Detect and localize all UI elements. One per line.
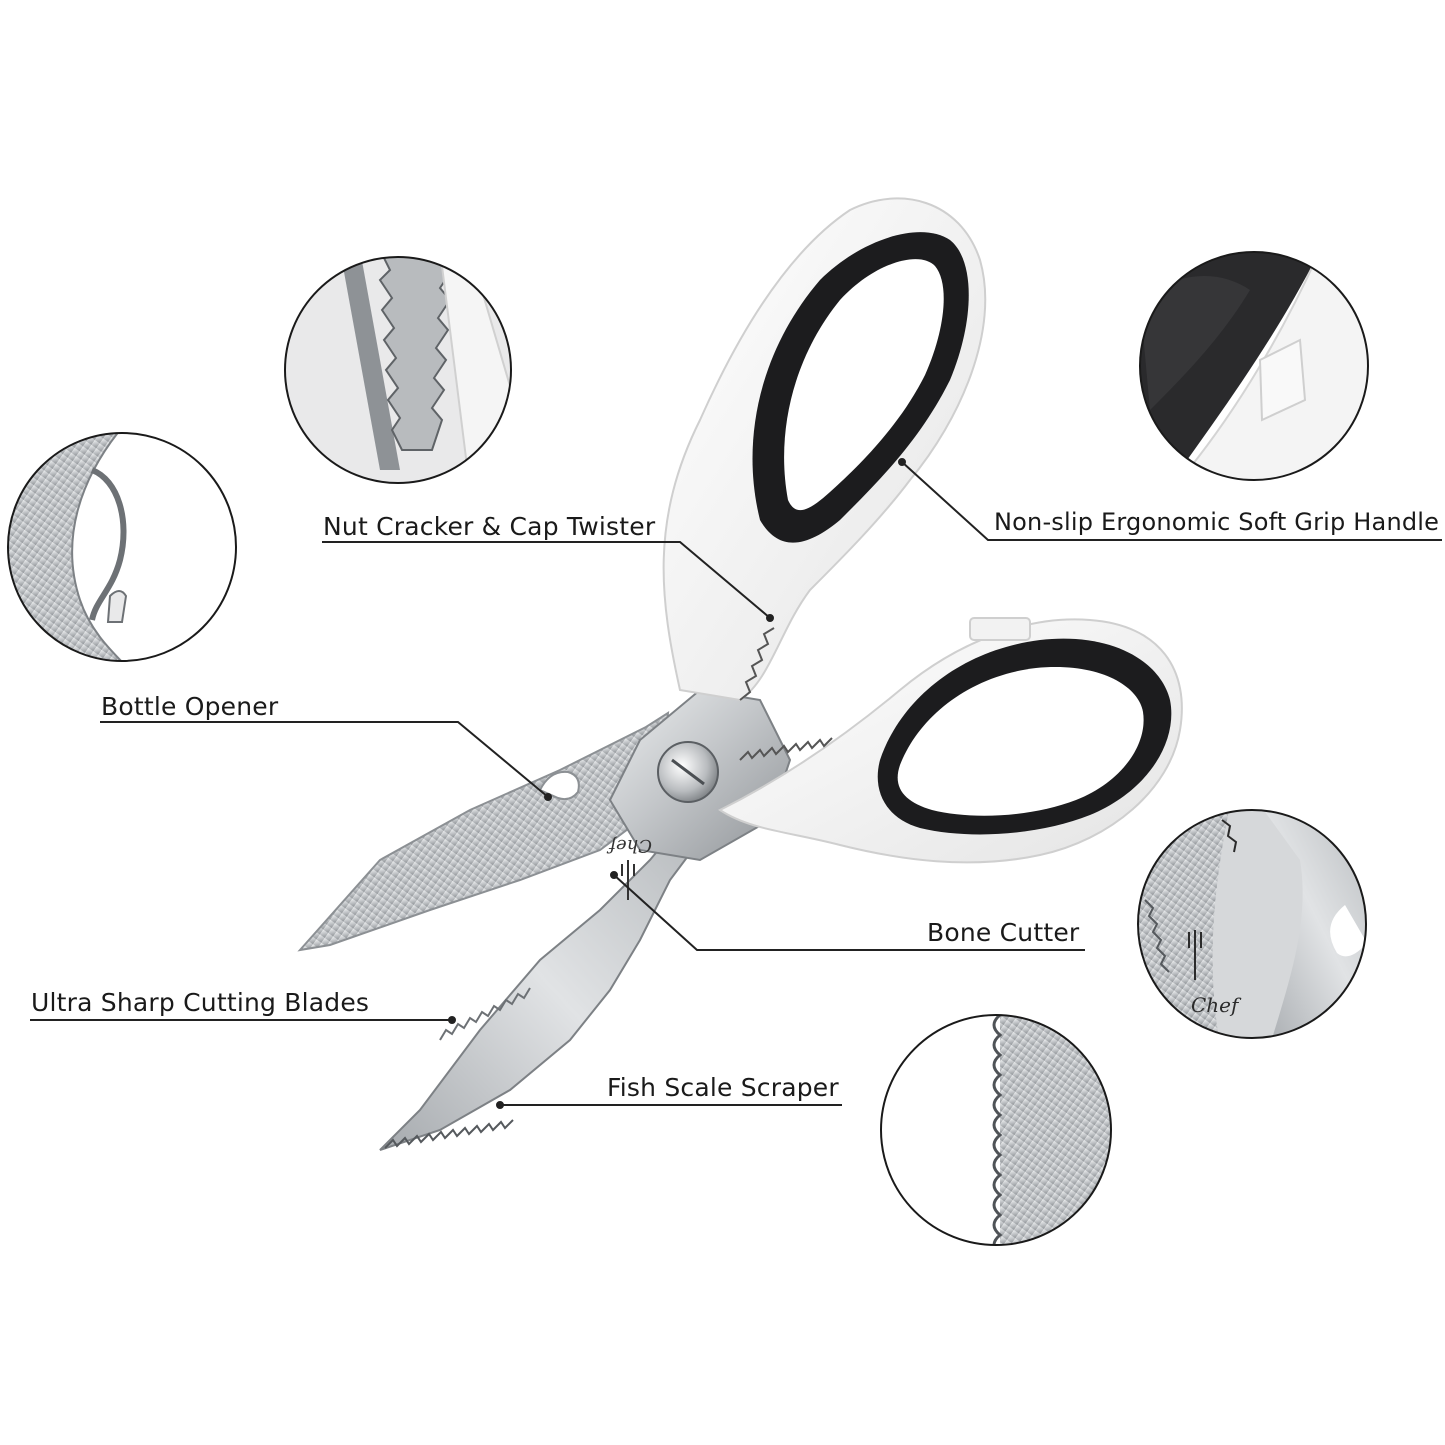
brand-mark-text: Chef — [606, 835, 652, 856]
detail-circle-grip-handle — [1139, 251, 1369, 481]
label-bone-cutter: Bone Cutter — [927, 918, 1080, 947]
label-nut-cracker: Nut Cracker & Cap Twister — [323, 512, 656, 541]
nut-cracker-teeth — [739, 627, 775, 701]
spine-serration — [439, 987, 531, 1041]
lower-handle-hole — [897, 667, 1144, 816]
label-cutting-blades: Ultra Sharp Cutting Blades — [31, 988, 370, 1017]
detail-circle-bottle-opener — [7, 432, 237, 662]
kitchen-scissors: Chef — [297, 197, 1183, 1151]
upper-handle-hole — [784, 259, 944, 511]
label-fish-scale: Fish Scale Scraper — [607, 1073, 839, 1102]
label-bottle-opener: Bottle Opener — [101, 692, 279, 721]
leader-bottle-opener — [100, 721, 549, 798]
lock-slider — [969, 617, 1031, 641]
leader-lines — [30, 458, 1442, 1109]
leader-nut-cracker — [322, 541, 771, 619]
bone-cutter-brand-logo: Chef — [1188, 930, 1242, 1017]
detail-circle-fish-scale — [880, 1014, 1112, 1246]
bottle-opener-notch — [538, 770, 580, 801]
brand-logo: Chef — [606, 835, 652, 900]
lower-handle-teeth — [739, 737, 833, 761]
label-grip-handle: Non-slip Ergonomic Soft Grip Handle — [994, 508, 1440, 536]
leader-grip-handle — [901, 461, 1442, 541]
leader-bone-cutter — [613, 874, 1085, 951]
bone-cutter-brand-text: Chef — [1191, 993, 1242, 1017]
detail-circle-bone-cutter: Chef — [1137, 809, 1367, 1039]
detail-circle-nut-cracker — [284, 256, 512, 484]
lower-blade — [379, 797, 701, 1151]
serrated-edge — [384, 1119, 514, 1149]
